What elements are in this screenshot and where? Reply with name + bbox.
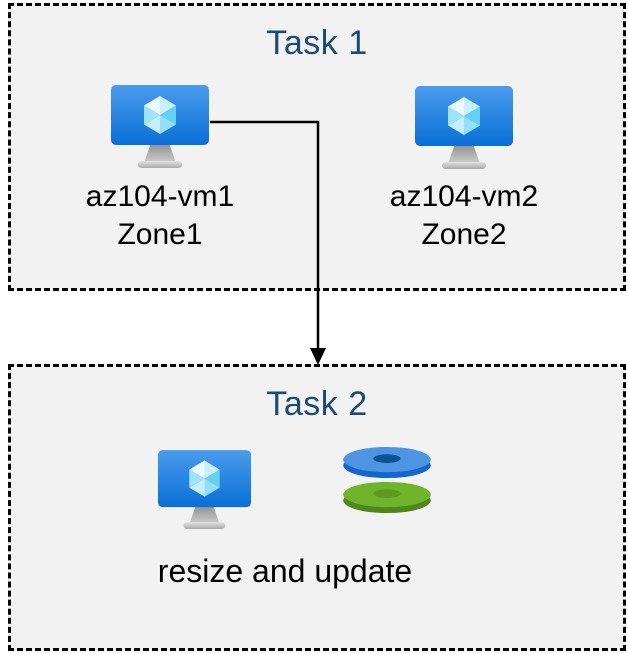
task1-title: Task 1	[266, 24, 368, 62]
vm1-zone: Zone1	[117, 218, 203, 251]
task2-box: Task 2 resize and update	[8, 364, 626, 651]
virtual-machine-icon	[414, 86, 514, 170]
vm1-label: az104-vm1 Zone1	[60, 178, 260, 254]
disks-icon	[337, 445, 437, 515]
vm2-zone: Zone2	[421, 218, 507, 251]
task2-caption: resize and update	[157, 553, 413, 589]
vm1-name: az104-vm1	[85, 180, 235, 213]
virtual-machine-icon	[110, 85, 210, 169]
task1-box: Task 1 az104-vm1 Zone1 az104-vm2 Zone2	[8, 3, 626, 291]
virtual-machine-icon	[157, 450, 252, 530]
arrowhead-icon	[310, 348, 326, 365]
vm2-label: az104-vm2 Zone2	[364, 178, 564, 254]
vm2-name: az104-vm2	[389, 180, 539, 213]
task2-title: Task 2	[266, 385, 368, 423]
